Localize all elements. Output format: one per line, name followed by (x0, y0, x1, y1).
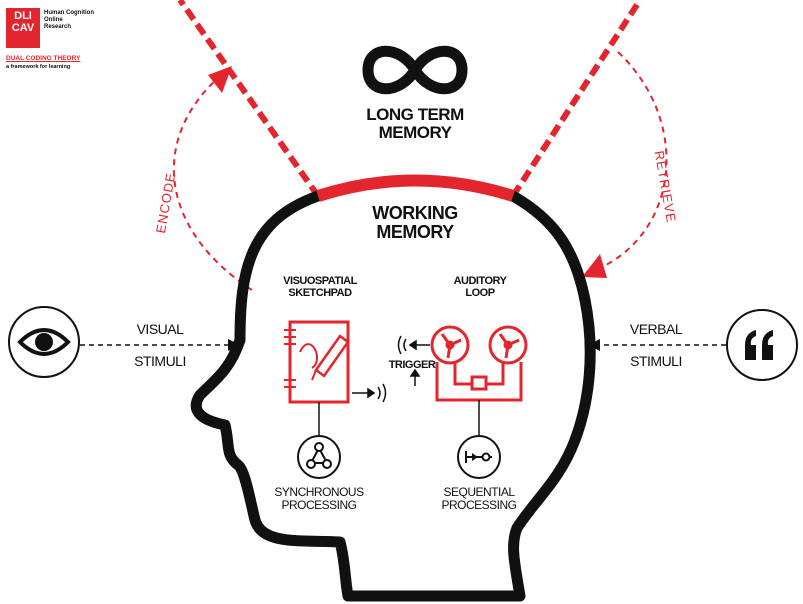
sketchpad-signal-icon (352, 383, 387, 403)
verbal-label: VERBAL (629, 321, 683, 337)
synchronous-line: SYNCHRONOUS (274, 485, 364, 499)
encode-arrowhead (208, 66, 232, 93)
encode-arrow (172, 77, 253, 291)
retrieve-arrow (599, 51, 668, 269)
visuospatial-label: VISUOSPATIAL SKETCHPAD (268, 275, 372, 299)
working-memory-label: WORKING MEMORY (350, 204, 480, 242)
logo-title: DUAL CODING THEORY (6, 55, 81, 62)
wm-line: MEMORY (376, 221, 454, 242)
visual-arrowhead (228, 339, 240, 351)
retrieve-arrowhead (582, 254, 607, 278)
ltm-left-boundary (177, 0, 321, 198)
quote-icon (726, 309, 798, 381)
verbal-arrowhead (588, 339, 600, 351)
sketchpad-icon (284, 320, 350, 404)
sequence-icon (457, 435, 501, 479)
logo-subtitle: a framework for learning (6, 64, 71, 70)
logo-mark-top: DLI (14, 10, 32, 22)
infinity-icon (362, 45, 468, 95)
synchronous-line: PROCESSING (281, 497, 357, 512)
auditory-line: LOOP (465, 286, 495, 299)
long-term-memory-label: LONG TERM MEMORY (350, 106, 480, 142)
sequential-line: PROCESSING (441, 497, 517, 512)
visuospatial-line: VISUOSPATIAL (283, 275, 357, 287)
logo-lines: Human Cognition Online Research (44, 10, 94, 31)
synchronous-label: SYNCHRONOUS PROCESSING (264, 486, 374, 511)
logo-mark-bottom: CAV (11, 21, 35, 34)
auditory-line: AUDITORY (453, 275, 507, 287)
ltm-line: LONG TERM (366, 105, 464, 124)
logo-line: Online (44, 16, 63, 23)
network-icon (297, 435, 341, 479)
head-top-arc (316, 174, 515, 202)
trigger-arrow (409, 368, 421, 386)
visual-stimuli-label: STIMULI (134, 353, 186, 369)
ltm-right-boundary (510, 0, 643, 198)
auditory-signal-icon (397, 335, 430, 355)
verbal-stimuli-label: STIMULI (630, 353, 682, 369)
head-outline (190, 190, 596, 602)
logo-line: Research (44, 23, 72, 30)
sequential-line: SEQUENTIAL (443, 485, 515, 499)
visuospatial-line: SKETCHPAD (288, 286, 352, 299)
logo-mark: DLI CAV (6, 8, 40, 48)
sequential-label: SEQUENTIAL PROCESSING (424, 486, 534, 511)
ltm-line: MEMORY (378, 122, 452, 142)
visual-label: VISUAL (136, 321, 184, 337)
trigger-label: TRIGGER (388, 359, 436, 371)
tape-reel-icon (430, 325, 528, 402)
auditory-loop-label: AUDITORY LOOP (440, 275, 520, 299)
eye-icon (8, 306, 80, 378)
wm-line: WORKING (372, 203, 458, 223)
logo-line: Human Cognition (44, 10, 94, 16)
